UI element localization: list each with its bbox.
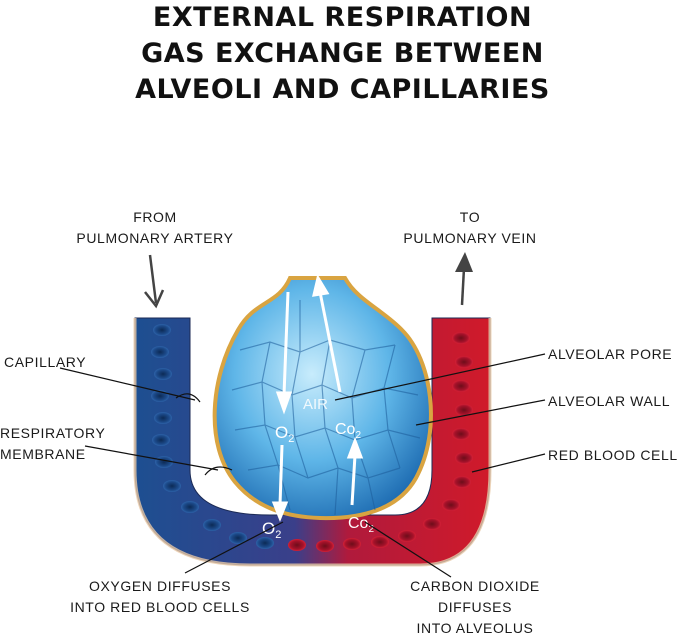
label-red-blood-cell: RED BLOOD CELL bbox=[548, 447, 678, 463]
svg-text:O2: O2 bbox=[275, 423, 294, 445]
label-alveolar-pore: ALVEOLAR PORE bbox=[548, 346, 673, 362]
o2-label-alveolus: O bbox=[275, 423, 288, 442]
arrow-from-artery-icon bbox=[144, 254, 165, 309]
air-label: AIR bbox=[303, 396, 328, 413]
title-line-3: alveoli and capillaries bbox=[135, 74, 550, 105]
o2-label-capillary: O bbox=[262, 519, 275, 538]
o2-sub-alveolus: 2 bbox=[288, 433, 294, 445]
label-oxygen-diffuses: OXYGEN DIFFUSES INTO RED BLOOD CELLS bbox=[70, 578, 250, 615]
airflow-arrows bbox=[271, 274, 364, 523]
label-co2-diffuses: CARBON DIOXIDE DIFFUSES INTO ALVEOLUS bbox=[410, 578, 540, 636]
label-from-pulmonary-artery: FROM PULMONARY ARTERY bbox=[76, 209, 234, 246]
co2-label-alveolus: Co bbox=[335, 421, 356, 438]
label-alveolar-wall: ALVEOLAR WALL bbox=[548, 393, 671, 409]
red-blood-cells-oxygenated bbox=[288, 332, 473, 552]
diagram-title: External respiration gas exchange betwee… bbox=[0, 0, 685, 108]
arrow-to-vein-icon bbox=[455, 252, 473, 306]
title-line-2: gas exchange between bbox=[141, 38, 544, 69]
co2-sub-alveolus: 2 bbox=[355, 430, 361, 441]
title-line-1: External respiration bbox=[152, 2, 533, 33]
leader-lines bbox=[59, 353, 546, 578]
label-respiratory-membrane: RESPIRATORY MEMBRANE bbox=[0, 425, 106, 462]
label-capillary: CAPILLARY bbox=[4, 354, 87, 370]
co2-sub-capillary: 2 bbox=[368, 524, 374, 535]
co2-label-capillary: Co bbox=[348, 515, 369, 532]
svg-text:Co2: Co2 bbox=[348, 515, 374, 535]
o2-sub-capillary: 2 bbox=[275, 529, 281, 541]
svg-text:O2: O2 bbox=[262, 519, 281, 541]
label-to-pulmonary-vein: TO PULMONARY VEIN bbox=[403, 209, 537, 246]
svg-text:Co2: Co2 bbox=[335, 421, 361, 441]
